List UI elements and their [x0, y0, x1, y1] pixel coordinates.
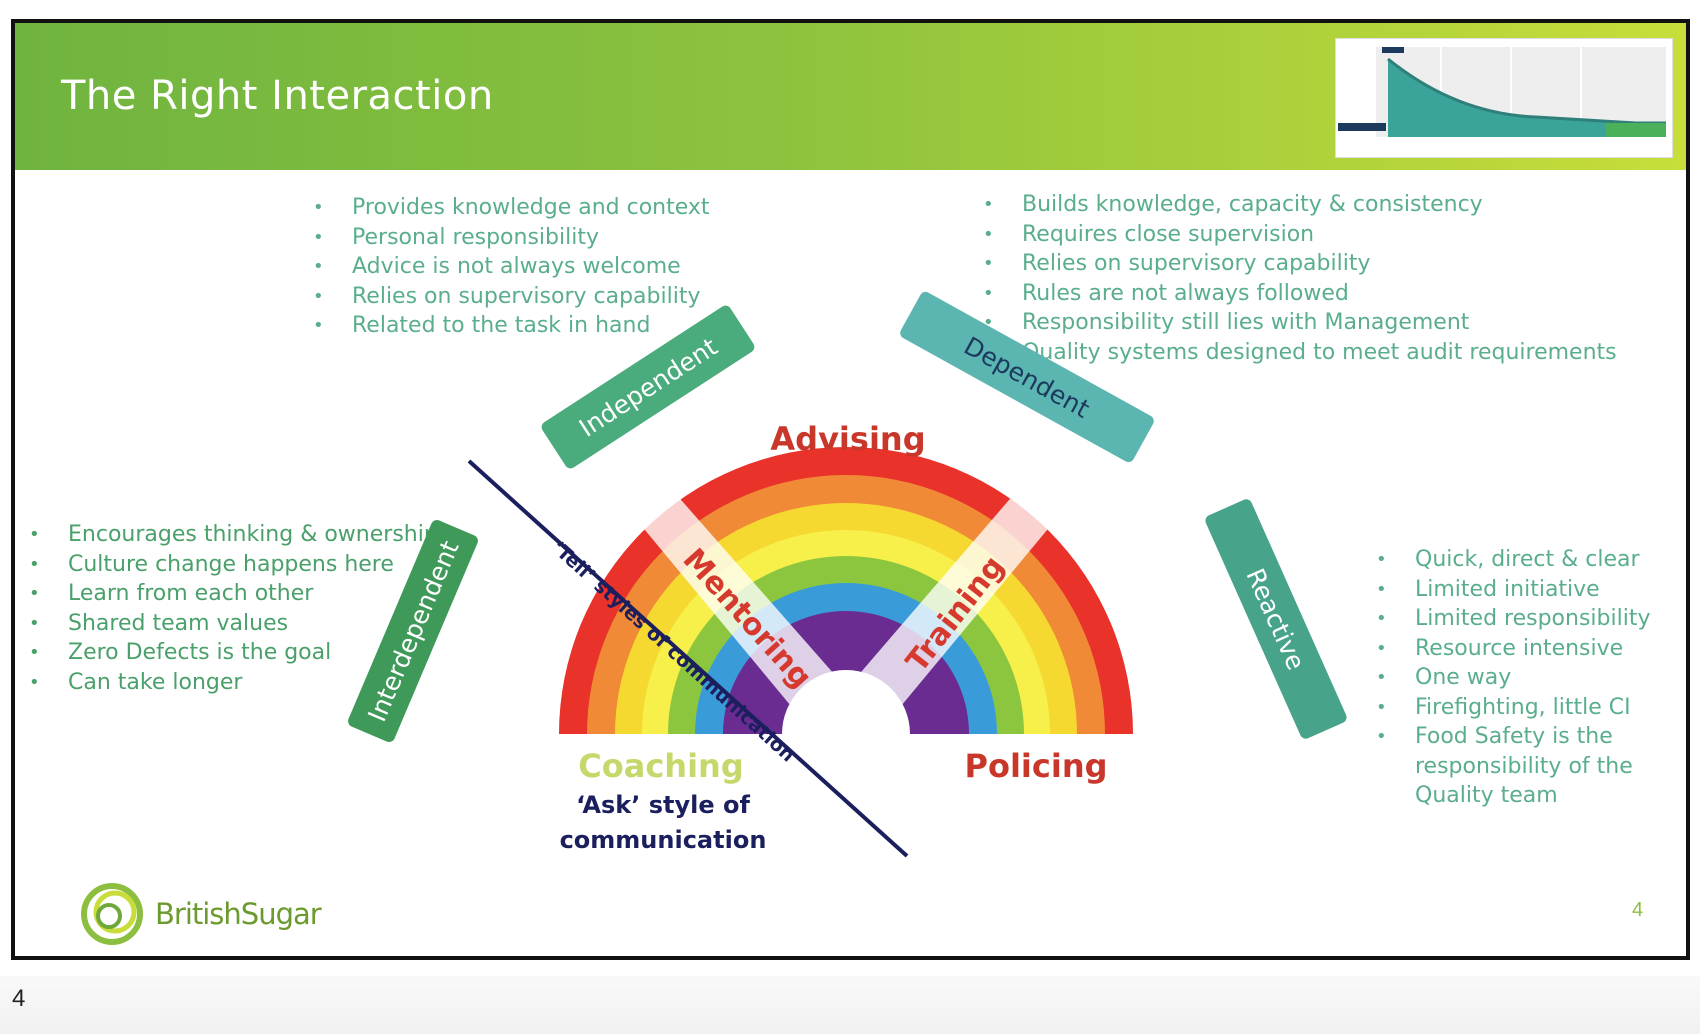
- list-item: One way: [1376, 663, 1685, 693]
- slide-title: The Right Interaction: [61, 73, 494, 119]
- list-item: Zero Defects is the goal: [29, 638, 438, 668]
- logo-text: BritishSugar: [155, 897, 322, 931]
- interdependent-box: Interdependent: [348, 520, 478, 742]
- list-item: Builds knowledge, capacity & consistency: [983, 190, 1617, 220]
- independent-box: Independent: [541, 305, 755, 469]
- list-item: Relies on supervisory capability: [983, 249, 1617, 279]
- list-item: Shared team values: [29, 609, 438, 639]
- list-item: Culture change happens here: [29, 550, 438, 580]
- list-item: Firefighting, little CI: [1376, 693, 1685, 723]
- coaching-label: Coaching: [578, 747, 743, 785]
- list-item: Encourages thinking & ownership: [29, 520, 438, 550]
- list-item: Can take longer: [29, 668, 438, 698]
- advising-label: Advising: [770, 420, 925, 458]
- interdependent-label: Interdependent: [362, 536, 464, 726]
- list-item: Provides knowledge and context: [313, 193, 710, 223]
- reactive-points: Quick, direct & clear Limited initiative…: [1376, 545, 1685, 811]
- list-item: Quick, direct & clear: [1376, 545, 1685, 575]
- bottom-bar: [0, 976, 1700, 1034]
- interdependent-points: Encourages thinking & ownership Culture …: [29, 520, 438, 697]
- policing-label: Policing: [965, 747, 1108, 785]
- list-item: Food Safety is the responsibility of the…: [1376, 722, 1685, 811]
- slide: The Right Interaction Provides knowledge…: [11, 19, 1690, 960]
- list-item: Requires close supervision: [983, 220, 1617, 250]
- dependent-box: Dependent: [900, 291, 1154, 463]
- british-sugar-logo-icon: [77, 879, 347, 951]
- list-item: Learn from each other: [29, 579, 438, 609]
- list-item: Related to the task in hand: [313, 311, 710, 341]
- dependent-points: Builds knowledge, capacity & consistency…: [983, 190, 1617, 367]
- slide-header: The Right Interaction: [15, 23, 1686, 170]
- list-item: Resource intensive: [1376, 634, 1685, 664]
- list-item: Rules are not always followed: [983, 279, 1617, 309]
- list-item: Relies on supervisory capability: [313, 282, 710, 312]
- independent-points: Provides knowledge and context Personal …: [313, 193, 710, 341]
- list-item: Advice is not always welcome: [313, 252, 710, 282]
- thumbnail-chart-icon: [1335, 38, 1673, 158]
- ask-style-line2: communication: [560, 826, 767, 854]
- independent-label: Independent: [574, 332, 723, 443]
- mentoring-band: [635, 493, 863, 735]
- ask-style-line1: ‘Ask’ style of: [576, 791, 750, 819]
- rainbow-diagram: Advising Mentoring Training ‘Tell’ style…: [348, 291, 1347, 858]
- page-number: 4: [1632, 899, 1644, 921]
- list-item: Personal responsibility: [313, 223, 710, 253]
- training-band: [831, 493, 1057, 735]
- reactive-box: Reactive: [1205, 499, 1347, 739]
- separator-line: [467, 459, 909, 858]
- list-item: Limited responsibility: [1376, 604, 1685, 634]
- list-item: Responsibility still lies with Managemen…: [983, 308, 1617, 338]
- outer-page-number: 4: [12, 985, 26, 1012]
- list-item: Limited initiative: [1376, 575, 1685, 605]
